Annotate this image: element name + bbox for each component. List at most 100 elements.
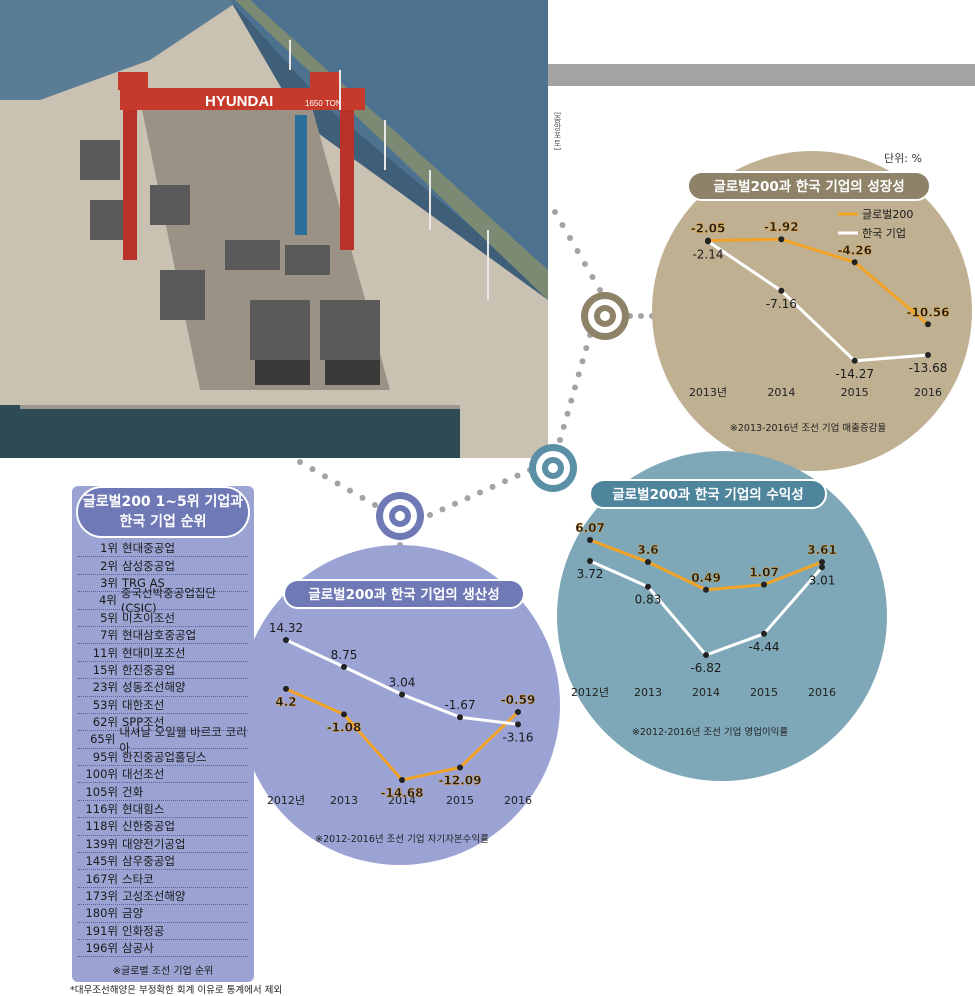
growth-note: ※2013-2016년 조선 기업 매출증감율 [730,422,886,434]
productivity-chart-bg [240,545,560,865]
ranking-rank: 11위 [92,645,118,660]
connector-dot [579,358,586,365]
crane-sign: HYUNDAI [205,93,273,110]
ranking-rank: 4위 [98,593,117,608]
series-line-korea [707,240,929,363]
connector-dot [514,472,521,479]
ranking-company: 대선조선 [122,767,165,782]
connector-dot [359,494,366,501]
ranking-rank: 173위 [85,889,118,903]
productivity-chart-title: 글로벌200과 한국 기업의 생산성 [308,586,499,603]
data-point [457,714,463,721]
data-point [819,564,825,571]
connector-dot [322,473,328,480]
data-label: 0.49 [691,571,721,585]
ranking-company: 현대삼호중공업 [122,628,197,643]
x-tick-label: 2014 [767,386,795,399]
x-tick-label: 2016 [504,794,532,807]
ranking-rank: 3위 [100,575,118,590]
connector-dot [583,345,590,352]
ring-productivity [376,492,424,540]
x-tick-label: 2013 [330,794,358,807]
data-point [851,259,858,266]
connector-dot [567,235,573,241]
data-point [851,357,858,364]
data-label: 14.32 [269,621,303,635]
data-point [645,559,651,566]
data-label: -2.14 [692,247,723,261]
data-label: 3.6 [637,543,658,557]
data-point [761,581,767,588]
data-point [819,558,825,565]
x-tick-label: 2013 [634,686,662,699]
data-point [645,583,651,590]
ranking-rank: 100위 [85,767,118,782]
growth-chart-title: 글로벌200과 한국 기업의 성장성 [713,178,904,195]
legend-korea: 한국 기업 [862,227,906,240]
data-label: 6.07 [575,521,605,535]
ranking-item: 7위 현대삼호중공업 [78,627,248,645]
connector-dot [297,459,303,465]
data-point [399,777,405,783]
ranking-rank: 167위 [85,871,118,886]
data-label: 0.83 [635,593,662,607]
ranking-company: SPP조선 [122,715,165,730]
data-label: 3.01 [809,573,836,587]
ranking-company: TRG AS [122,575,165,590]
data-point [587,557,593,564]
growth-legend: 글로벌200 한국 기업 [838,208,913,240]
data-point [778,287,785,294]
ranking-rank: 15위 [92,662,118,677]
connector-dot [464,495,471,502]
ranking-company: 중국선박중공업집단(CSIC) [120,586,217,616]
connector-dot [597,287,603,293]
ranking-company: 미츠이조선 [122,610,175,625]
ranking-item: 100위 대선조선 [78,766,248,784]
data-label: 4.2 [275,695,296,709]
data-point [778,236,785,243]
ranking-rank: 1위 [100,541,118,556]
ranking-item: 1위 현대중공업 [78,540,248,558]
ranking-company: 성동조선해양 [122,680,186,695]
ranking-company: 내셔날 오일웰 바르코 코리아 [119,724,247,755]
ranking-company: 현대미포조선 [122,645,186,660]
connector-dot [557,437,563,443]
ranking-panel [72,486,254,982]
ranking-title: 글로벌200 1~5위 기업과 한국 기업 순위 [76,486,250,538]
x-tick-label: 2016 [914,386,942,399]
connector-dot [572,384,578,391]
unit-label: 단위: % [884,152,922,165]
data-point [341,711,347,718]
data-point [283,685,289,692]
ranking-note: ※글로벌 조선 기업 순위 [112,966,214,977]
data-label: -1.92 [764,220,799,234]
data-label: 3.04 [389,675,416,689]
data-point [457,764,463,771]
data-label: -0.59 [501,693,536,707]
ranking-rank: 180위 [85,906,118,921]
footnote: *대우조선해양은 부정확한 회계 이유로 통계에서 제외 [70,985,283,996]
connector-dot [334,480,341,487]
ranking-company: 인화정공 [122,923,165,938]
data-point [925,321,931,328]
data-point [515,708,521,715]
ranking-title-line2: 한국 기업 순위 [119,514,207,530]
header-band [548,64,975,86]
ranking-rank: 5위 [100,610,118,625]
data-point [341,663,347,670]
ranking-rank: 7위 [100,628,118,643]
productivity-note: ※2012-2016년 조선 기업 자기자본수익률 [315,833,489,845]
connector-dot [477,489,483,496]
x-tick-label: 2015 [750,686,778,699]
shipyard-photo: HYUNDAI 1650 TON [0,0,548,458]
x-tick-label: 2014 [388,794,416,807]
ranking-company: 현대중공업 [122,541,175,556]
productivity-title-pill [283,579,525,609]
